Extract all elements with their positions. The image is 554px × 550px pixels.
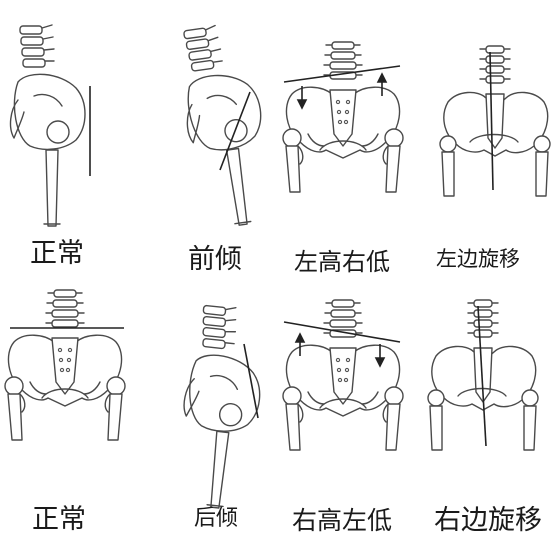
tilt-reference-line <box>219 91 251 171</box>
panel-label-left-rotation: 左边旋移 <box>436 247 520 271</box>
normal-side-figure <box>9 24 91 227</box>
center-reference-line <box>489 51 494 191</box>
arrow-down-icon <box>374 357 386 368</box>
panel-label-right-high: 右高左低 <box>292 506 393 535</box>
left-high-right-low-figure <box>282 41 404 193</box>
arrow-down-icon <box>296 99 308 110</box>
anterior-tilt-figure <box>173 20 277 232</box>
panel-label-left-high: 左高右低 <box>294 248 390 276</box>
posterior-tilt-figure <box>172 302 270 512</box>
panel-label-normal-top: 正常 <box>30 238 84 269</box>
panel-label-posterior-tilt: 后倾 <box>194 506 239 531</box>
slant-reference-line <box>283 65 401 83</box>
panel-label-anterior-tilt: 前倾 <box>188 244 242 275</box>
arrow-up-icon <box>294 332 306 343</box>
panel-label-right-rotation: 右边旋移 <box>434 505 542 536</box>
tilt-reference-line <box>243 343 259 419</box>
normal-front-figure <box>4 289 126 441</box>
right-rotation-figure <box>427 299 539 451</box>
arrow-up-icon <box>376 72 388 83</box>
left-rotation-figure <box>439 45 551 197</box>
panel-label-normal-bottom: 正常 <box>32 504 86 535</box>
slant-reference-line <box>283 321 401 343</box>
center-reference-line <box>477 305 487 447</box>
right-high-left-low-figure <box>282 299 404 451</box>
